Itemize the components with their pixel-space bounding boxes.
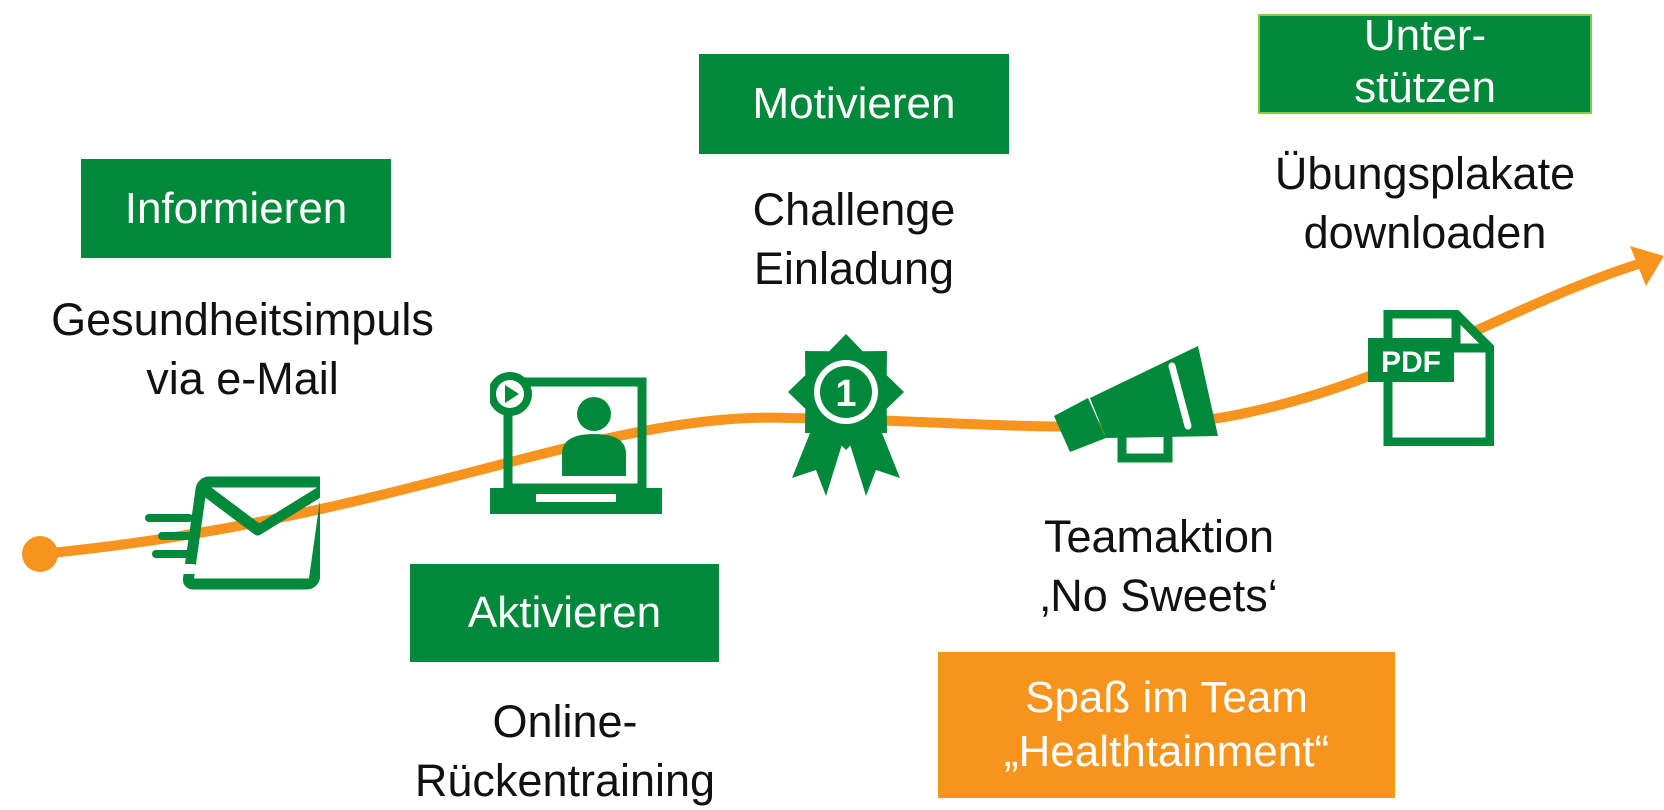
highlight-line: „Healthtainment“ <box>1003 727 1330 776</box>
tag-unterstuetzen: Unter- stützen <box>1258 14 1592 114</box>
award-badge-icon: 1 <box>786 328 906 498</box>
tag-aktivieren-label: Aktivieren <box>467 588 662 637</box>
desc-line: via e-Mail <box>146 352 339 404</box>
path-arrowhead <box>1630 246 1664 286</box>
desc-line: Challenge <box>752 184 956 235</box>
pdf-label: PDF <box>1381 346 1441 379</box>
desc-line: Teamaktion <box>1043 511 1275 562</box>
tag-informieren: Informieren <box>81 159 391 258</box>
pdf-document-icon: PDF <box>1366 309 1495 447</box>
tag-informieren-label: Informieren <box>124 183 348 233</box>
tag-unterstuetzen-line: Unter- <box>1363 14 1487 60</box>
desc-line: Einladung <box>753 242 955 294</box>
desc-line: Rückentraining <box>414 754 716 806</box>
desc-line: downloaden <box>1303 206 1547 258</box>
tag-motivieren: Motivieren <box>699 54 1009 154</box>
megaphone-icon <box>1052 340 1222 470</box>
laptop-video-icon <box>488 372 662 514</box>
award-number: 1 <box>835 373 856 415</box>
highlight-box: Spaß im Team „Healthtainment“ <box>938 652 1395 798</box>
desc-gesundheitsimpuls: Gesundheitsimpuls via e-Mail <box>10 291 475 408</box>
email-send-icon <box>140 468 333 596</box>
desc-uebungsplakate: Übungsplakate downloaden <box>1225 145 1625 262</box>
tag-aktivieren: Aktivieren <box>410 564 719 662</box>
desc-challenge-einladung: Challenge Einladung <box>654 181 1054 298</box>
highlight-line: Spaß im Team <box>1025 673 1308 723</box>
desc-teamaktion: Teamaktion ‚No Sweets‘ <box>959 508 1359 625</box>
desc-line: ‚No Sweets‘ <box>1040 569 1278 621</box>
tag-motivieren-label: Motivieren <box>752 79 956 128</box>
desc-line: Übungsplakate <box>1274 148 1576 199</box>
desc-line: Online- <box>492 696 638 747</box>
desc-online-rueckentraining: Online- Rückentraining <box>335 693 795 810</box>
tag-unterstuetzen-line: stützen <box>1354 63 1496 112</box>
desc-line: Gesundheitsimpuls <box>51 294 434 345</box>
path-start-dot <box>22 536 58 572</box>
